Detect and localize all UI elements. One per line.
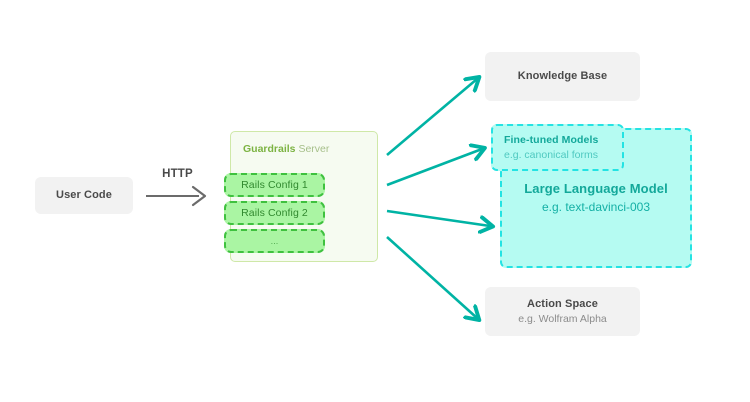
arrow-to-large-language-model	[386, 209, 490, 226]
rails-config-item[interactable]: Rails Config 1	[224, 173, 325, 197]
arrow-right-icon	[146, 185, 207, 207]
rails-config-item[interactable]: Rails Config 2	[224, 201, 325, 225]
guardrails-server-title: Guardrails Server	[243, 142, 329, 156]
user-code-box[interactable]: User Code	[35, 177, 133, 214]
guardrails-title-light: Server	[295, 143, 330, 155]
http-label: HTTP	[162, 168, 193, 180]
action-space-title: Action Space	[527, 297, 598, 310]
fine-tuned-models-title: Fine-tuned Models	[504, 133, 599, 146]
guardrails-server-box[interactable]: Guardrails Server Rails Config 1 Rails C…	[224, 131, 378, 262]
large-language-model-subtitle: e.g. text-davinci-003	[541, 200, 651, 214]
knowledge-base-title: Knowledge Base	[517, 70, 608, 82]
user-code-label: User Code	[56, 189, 112, 201]
large-language-model-title: Large Language Model	[524, 181, 668, 196]
action-space-box[interactable]: Action Space e.g. Wolfram Alpha	[485, 287, 640, 336]
fine-tuned-models-box[interactable]: Fine-tuned Models e.g. canonical forms	[491, 124, 624, 171]
http-connector: HTTP	[145, 168, 210, 210]
fine-tuned-models-subtitle: e.g. canonical forms	[504, 148, 598, 161]
guardrails-title-strong: Guardrails	[243, 143, 296, 155]
arrow-to-fine-tuned-models	[386, 149, 482, 187]
rails-config-item[interactable]: ...	[224, 229, 325, 253]
arrow-to-action-space	[386, 236, 477, 318]
arrow-to-knowledge-base	[386, 79, 477, 156]
knowledge-base-box[interactable]: Knowledge Base	[485, 52, 640, 101]
action-space-subtitle: e.g. Wolfram Alpha	[518, 312, 607, 325]
